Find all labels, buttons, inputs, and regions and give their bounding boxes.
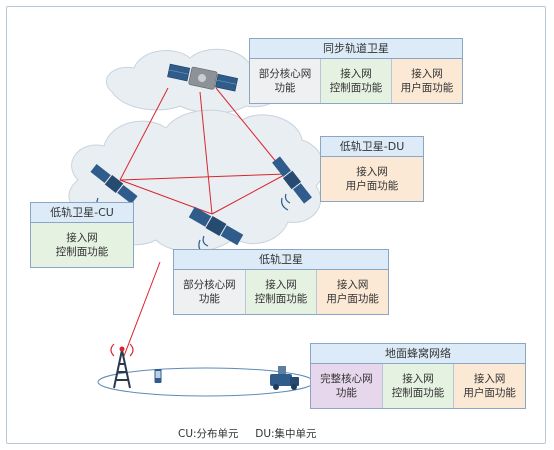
leo-core-cell: 部分核心网 功能 bbox=[174, 270, 246, 314]
inter-satellite-links bbox=[119, 87, 287, 357]
ground-core-cell: 完整核心网 功能 bbox=[311, 364, 383, 408]
geo-satellite-icon bbox=[167, 63, 239, 92]
leo-satellite-panel: 低轨卫星 部分核心网 功能 接入网 控制面功能 接入网 用户面功能 bbox=[173, 249, 389, 315]
geo-core-cell: 部分核心网 功能 bbox=[250, 59, 321, 103]
geo-user-cell: 接入网 用户面功能 bbox=[392, 59, 462, 103]
ground-user-cell: 接入网 用户面功能 bbox=[454, 364, 526, 408]
leo-user-cell: 接入网 用户面功能 bbox=[317, 270, 389, 314]
vehicle-icon bbox=[270, 366, 299, 390]
link-leo-ground bbox=[123, 261, 161, 357]
diagram-frame bbox=[6, 6, 546, 444]
leo-du-satellite-icon bbox=[272, 156, 312, 204]
leo-du-panel: 低轨卫星-DU 接入网 用户面功能 bbox=[320, 136, 424, 202]
link-geo-cu bbox=[119, 87, 169, 181]
handset-icon bbox=[154, 369, 162, 383]
geo-satellite-panel: 同步轨道卫星 部分核心网 功能 接入网 控制面功能 接入网 用户面功能 bbox=[249, 38, 463, 104]
geo-panel-title: 同步轨道卫星 bbox=[250, 39, 462, 59]
cell-tower-icon bbox=[110, 343, 134, 389]
link-du-leo bbox=[211, 173, 287, 215]
cu-control-cell: 接入网 控制面功能 bbox=[31, 223, 133, 267]
link-geo-leo bbox=[199, 91, 213, 215]
cu-panel-title: 低轨卫星-CU bbox=[31, 203, 133, 223]
ground-control-cell: 接入网 控制面功能 bbox=[382, 364, 455, 408]
leo-main-satellite-icon bbox=[188, 206, 244, 246]
leo-du-signal-icon bbox=[281, 193, 291, 211]
leo-panel-title: 低轨卫星 bbox=[174, 250, 388, 270]
ground-panel-title: 地面蜂窝网络 bbox=[311, 344, 525, 364]
geo-control-cell: 接入网 控制面功能 bbox=[321, 59, 392, 103]
leo-cu-panel: 低轨卫星-CU 接入网 控制面功能 bbox=[30, 202, 134, 268]
du-panel-title: 低轨卫星-DU bbox=[321, 137, 423, 157]
du-user-cell: 接入网 用户面功能 bbox=[321, 157, 423, 201]
link-cu-du bbox=[119, 173, 287, 181]
abbreviation-note: CU:分布单元 DU:集中单元 bbox=[178, 428, 317, 440]
leo-cu-satellite-icon bbox=[90, 164, 138, 204]
ground-cellular-panel: 地面蜂窝网络 完整核心网 功能 接入网 控制面功能 接入网 用户面功能 bbox=[310, 343, 526, 409]
link-geo-du bbox=[215, 87, 287, 175]
leo-control-cell: 接入网 控制面功能 bbox=[245, 270, 318, 314]
